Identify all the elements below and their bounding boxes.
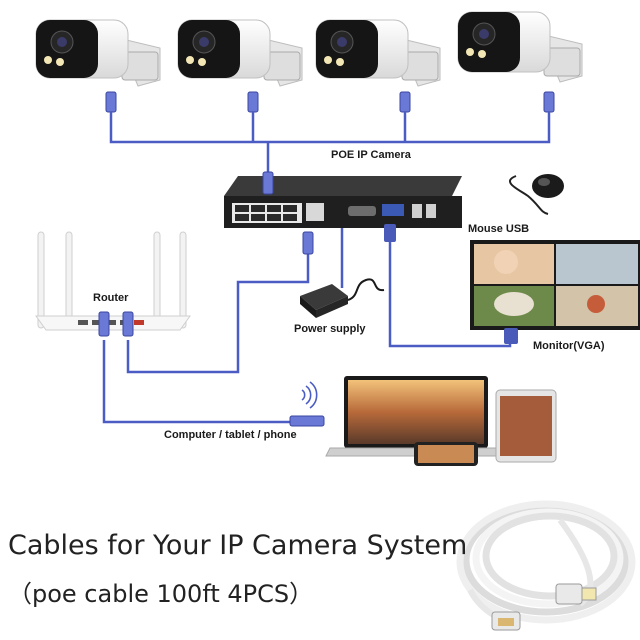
tablet-icon — [495, 389, 557, 463]
wifi-icon — [301, 381, 318, 409]
mouse-icon — [509, 174, 564, 215]
computer-tablet-phone-label: Computer / tablet / phone — [164, 429, 297, 441]
camera-icon — [315, 19, 441, 87]
vga-connector-icon — [504, 328, 518, 344]
poe-ip-camera-label: POE IP Camera — [331, 149, 411, 161]
cable-connector-icon — [491, 583, 597, 631]
cable-connector-icon — [302, 231, 314, 255]
cable-connector-icon — [105, 91, 555, 113]
cable-connector-icon — [262, 171, 274, 195]
cable-connector-icon — [289, 415, 325, 427]
monitor-vga-label: Monitor(VGA) — [533, 340, 605, 352]
camera-icon — [457, 11, 583, 83]
laptop-icon — [325, 376, 507, 457]
router-icon — [35, 231, 191, 331]
router-label: Router — [93, 292, 129, 304]
vga-connector-icon — [384, 224, 396, 242]
cable-connector-icon — [122, 311, 134, 337]
mouse-usb-label: Mouse USB — [468, 223, 530, 235]
monitor-icon — [470, 240, 640, 330]
nvr-icon — [224, 176, 462, 228]
caption-title: Cables for Your IP Camera System — [8, 530, 468, 561]
phone-icon — [414, 442, 478, 466]
cable-connector-icon — [98, 311, 110, 337]
cable-coil-icon — [444, 476, 640, 640]
power-adapter-icon — [300, 278, 385, 318]
camera-icon — [177, 19, 303, 87]
caption-subtitle: （poe cable 100ft 4PCS） — [8, 580, 314, 608]
camera-icon — [35, 19, 161, 87]
power-supply-label: Power supply — [294, 323, 366, 335]
